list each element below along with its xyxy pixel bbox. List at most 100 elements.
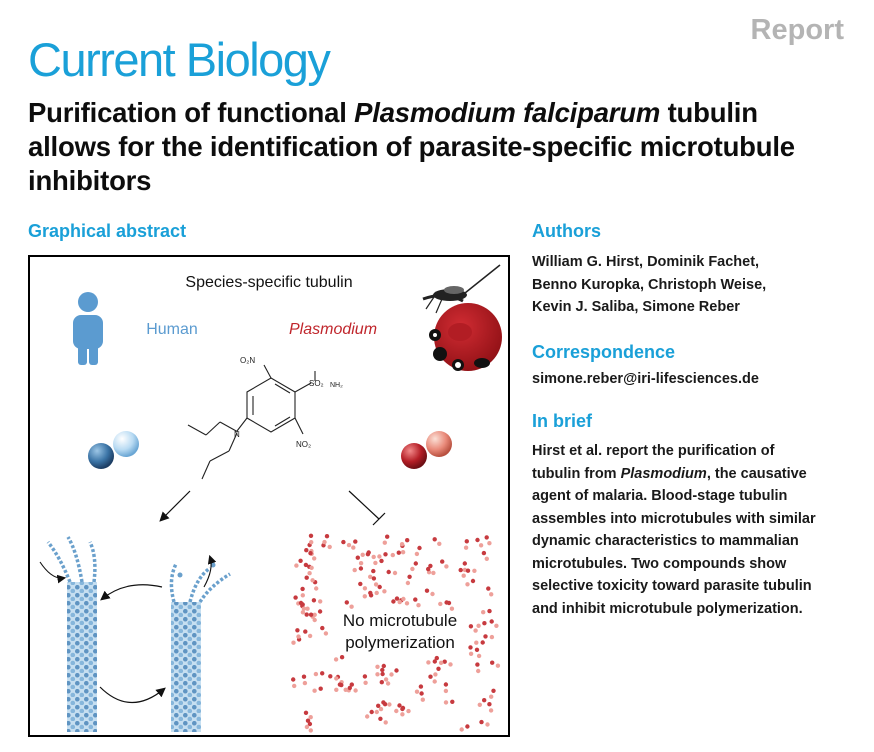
tubulin-subunit [436, 666, 441, 671]
tubulin-subunit [376, 703, 381, 708]
tubulin-subunit [343, 687, 348, 692]
tubulin-subunit [380, 671, 385, 677]
graphical-abstract-figure: Species-specific tubulin Human Plasmodiu… [39, 264, 502, 733]
tubulin-subunit [382, 540, 387, 545]
tubulin-subunit [488, 708, 494, 713]
mosquito-red-blood-cell-icon [422, 264, 502, 371]
tubulin-subunit [333, 657, 339, 662]
tubulin-subunit [394, 708, 399, 714]
tubulin-subunit [300, 593, 305, 598]
tubulin-subunit [475, 662, 480, 667]
tubulin-subunit [464, 539, 469, 544]
tubulin-subunit [378, 706, 384, 712]
tubulin-subunit [432, 679, 437, 684]
tubulin-subunit [300, 586, 305, 592]
tubulin-subunit [323, 631, 329, 636]
in-brief-line: Hirst et al. report the purification of [532, 443, 775, 459]
in-brief-line: assembles into microtubules with similar [532, 510, 816, 527]
tubulin-subunit [489, 634, 495, 640]
tubulin-subunit [307, 721, 313, 727]
tubulin-subunit [495, 663, 501, 668]
tubulin-subunit [468, 645, 473, 650]
tubulin-subunit [397, 703, 402, 708]
tubulin-subunit [313, 671, 319, 677]
tubulin-subunit [401, 596, 406, 602]
tubulin-subunit [300, 610, 306, 615]
tubulin-subunit [328, 674, 333, 679]
tubulin-subunit [371, 554, 376, 560]
tubulin-subunit [377, 554, 382, 559]
tubulin-subunit [292, 683, 297, 689]
tubulin-subunit [481, 550, 487, 556]
tubulin-subunit [309, 565, 314, 570]
in-brief-line: agent of malaria. Blood-stage tubulin [532, 488, 788, 504]
article-type-label: Report [750, 14, 844, 46]
author-line: William G. Hirst, Dominik Fachet, [532, 254, 760, 270]
author-line: Benno Kuropka, Christoph Weise, [532, 276, 767, 293]
tubulin-subunit [311, 598, 317, 603]
tubulin-subunit [304, 548, 309, 553]
in-brief-heading: In brief [532, 411, 593, 431]
tubulin-subunit [362, 586, 368, 591]
tubulin-subunit [308, 715, 313, 720]
tubulin-subunit [317, 609, 323, 614]
title-post: tubulin allows for the identification of… [28, 97, 795, 196]
tubulin-subunit [430, 591, 435, 597]
tubulin-subunit [312, 612, 317, 617]
graphical-abstract-heading: Graphical abstract [28, 221, 187, 241]
tubulin-subunit [390, 552, 395, 558]
tubulin-subunit [375, 664, 380, 669]
tubulin-subunit [400, 706, 405, 712]
tubulin-subunit [308, 612, 314, 617]
tubulin-subunit [400, 550, 406, 555]
tubulin-subunit [474, 640, 479, 645]
tubulin-subunit [472, 568, 477, 573]
in-brief-line: tubulin from Plasmodium, the causative [532, 465, 807, 482]
tubulin-subunit [378, 716, 383, 721]
tubulin-subunit [337, 682, 343, 687]
tubulin-subunit [298, 558, 303, 563]
tubulin-subunit [304, 724, 310, 730]
journal-title[interactable]: Current Biology [28, 33, 331, 86]
tubulin-subunit [346, 542, 352, 548]
title-italic: Plasmodium falciparum [354, 97, 661, 128]
tubulin-subunit [414, 689, 420, 694]
tubulin-subunit [418, 684, 424, 689]
tubulin-subunit [291, 677, 296, 682]
tubulin-subunit [419, 691, 424, 696]
tubulin-subunit [444, 564, 449, 569]
tubulin-subunit [449, 606, 455, 611]
in-brief-line: and inhibit microtubule polymerization. [532, 600, 803, 617]
tubulin-subunit [303, 629, 308, 634]
tubulin-subunit [377, 584, 382, 590]
tubulin-subunit [391, 599, 396, 604]
tubulin-subunit [428, 674, 433, 679]
tubulin-subunit [465, 724, 470, 729]
tubulin-subunit [353, 688, 358, 693]
tubulin-subunit [380, 667, 385, 673]
tubulin-subunit [349, 604, 354, 609]
correspondence-email[interactable]: simone.reber@iri-lifesciences.de [532, 371, 759, 387]
in-brief-line: selective toxicity toward parasite tubul… [532, 578, 812, 594]
tubulin-subunit [476, 668, 481, 674]
tubulin-subunit [461, 573, 466, 578]
tubulin-subunit [444, 600, 449, 605]
tubulin-subunit [487, 608, 492, 614]
tubulin-subunit [486, 586, 491, 591]
tubulin-subunit [484, 556, 489, 561]
tubulin-subunit [442, 659, 447, 664]
tubulin-subunit [365, 552, 371, 557]
tubulin-subunit [303, 562, 309, 568]
tubulin-subunit [374, 590, 379, 596]
tubulin-subunit [414, 551, 420, 557]
nitrogen-atom: N [234, 430, 240, 439]
tubulin-subunit [383, 677, 389, 682]
tubulin-subunit [443, 682, 449, 687]
tubulin-subunit [320, 625, 325, 631]
tubulin-subunit [307, 571, 312, 576]
tubulin-subunit [383, 720, 388, 725]
tubulin-subunit [369, 709, 374, 715]
tubulin-subunit [373, 560, 378, 566]
tubulin-subunit [365, 714, 370, 719]
tubulin-subunit [334, 687, 339, 692]
